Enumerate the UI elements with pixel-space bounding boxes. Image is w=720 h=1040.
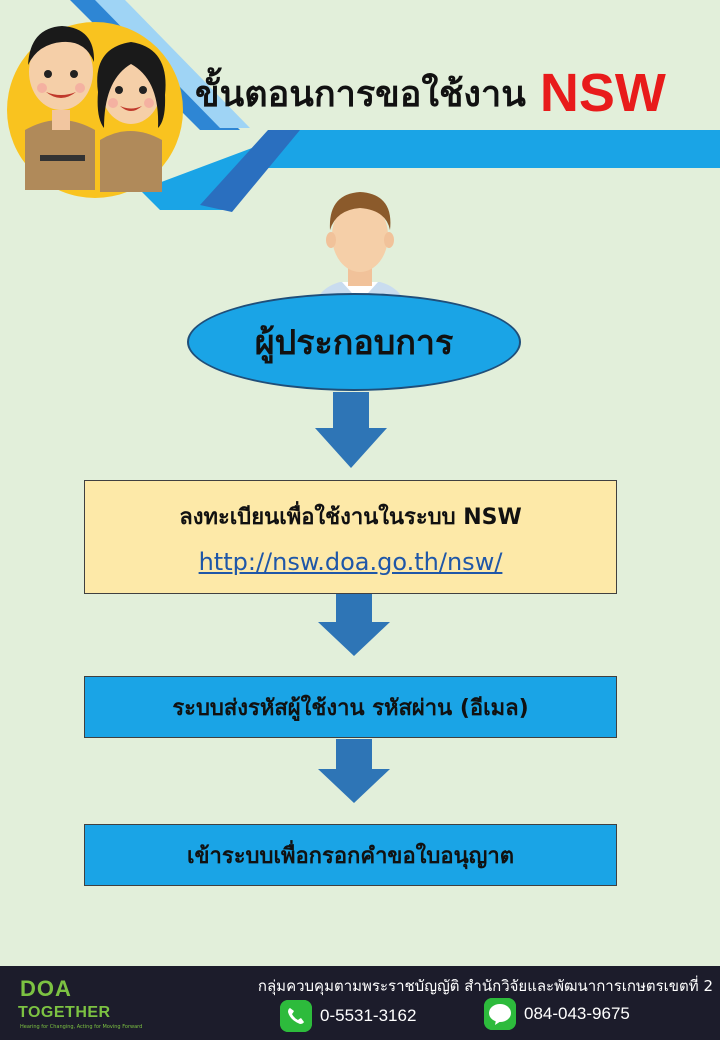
role-label: ผู้ประกอบการ bbox=[254, 323, 454, 363]
logo-together: TOGETHER bbox=[18, 1004, 111, 1021]
line-icon bbox=[484, 998, 516, 1030]
flow-arrow-down-icon bbox=[318, 739, 390, 803]
step-credentials-text: ระบบส่งรหัสผู้ใช้งาน รหัสผ่าน (อีเมล) bbox=[172, 695, 529, 721]
step-credentials: ระบบส่งรหัสผู้ใช้งาน รหัสผ่าน (อีเมล) bbox=[84, 676, 617, 738]
phone-icon bbox=[280, 1000, 312, 1032]
phone-number: 0-5531-3162 bbox=[320, 1006, 417, 1025]
flow-arrow-down-icon bbox=[318, 594, 390, 656]
doa-together-logo: DOA TOGETHER Hearing for Changing, Actin… bbox=[14, 976, 142, 1034]
page-title: ขั้นตอนการขอใช้งาน NSW bbox=[195, 58, 705, 128]
logo-slogan: Hearing for Changing, Acting for Moving … bbox=[20, 1024, 143, 1030]
page-title-accent: NSW bbox=[539, 63, 666, 123]
step-register-text: ลงทะเบียนเพื่อใช้งานในระบบ NSW bbox=[179, 504, 522, 530]
footer-bar bbox=[0, 966, 720, 1040]
step-login: เข้าระบบเพื่อกรอกคำขอใบอนุญาต bbox=[84, 824, 617, 886]
step-register: ลงทะเบียนเพื่อใช้งานในระบบ NSW http://ns… bbox=[84, 480, 617, 594]
logo-doa: DOA bbox=[20, 976, 72, 1001]
step-login-text: เข้าระบบเพื่อกรอกคำขอใบอนุญาต bbox=[186, 843, 515, 869]
contact-line: 084-043-9675 bbox=[484, 998, 630, 1030]
page-title-text: ขั้นตอนการขอใช้งาน bbox=[195, 73, 526, 115]
officers-illustration bbox=[7, 22, 183, 198]
role-node: ผู้ประกอบการ bbox=[187, 293, 521, 391]
line-id: 084-043-9675 bbox=[524, 1004, 630, 1023]
flow-arrow-down-icon bbox=[315, 392, 387, 468]
contact-phone: 0-5531-3162 bbox=[280, 1000, 416, 1032]
footer-organization: กลุ่มควบคุมตามพระราชบัญญัติ สำนักวิจัยแล… bbox=[257, 977, 713, 995]
header-banner bbox=[7, 0, 720, 212]
nsw-link[interactable]: http://nsw.doa.go.th/nsw/ bbox=[198, 547, 503, 576]
